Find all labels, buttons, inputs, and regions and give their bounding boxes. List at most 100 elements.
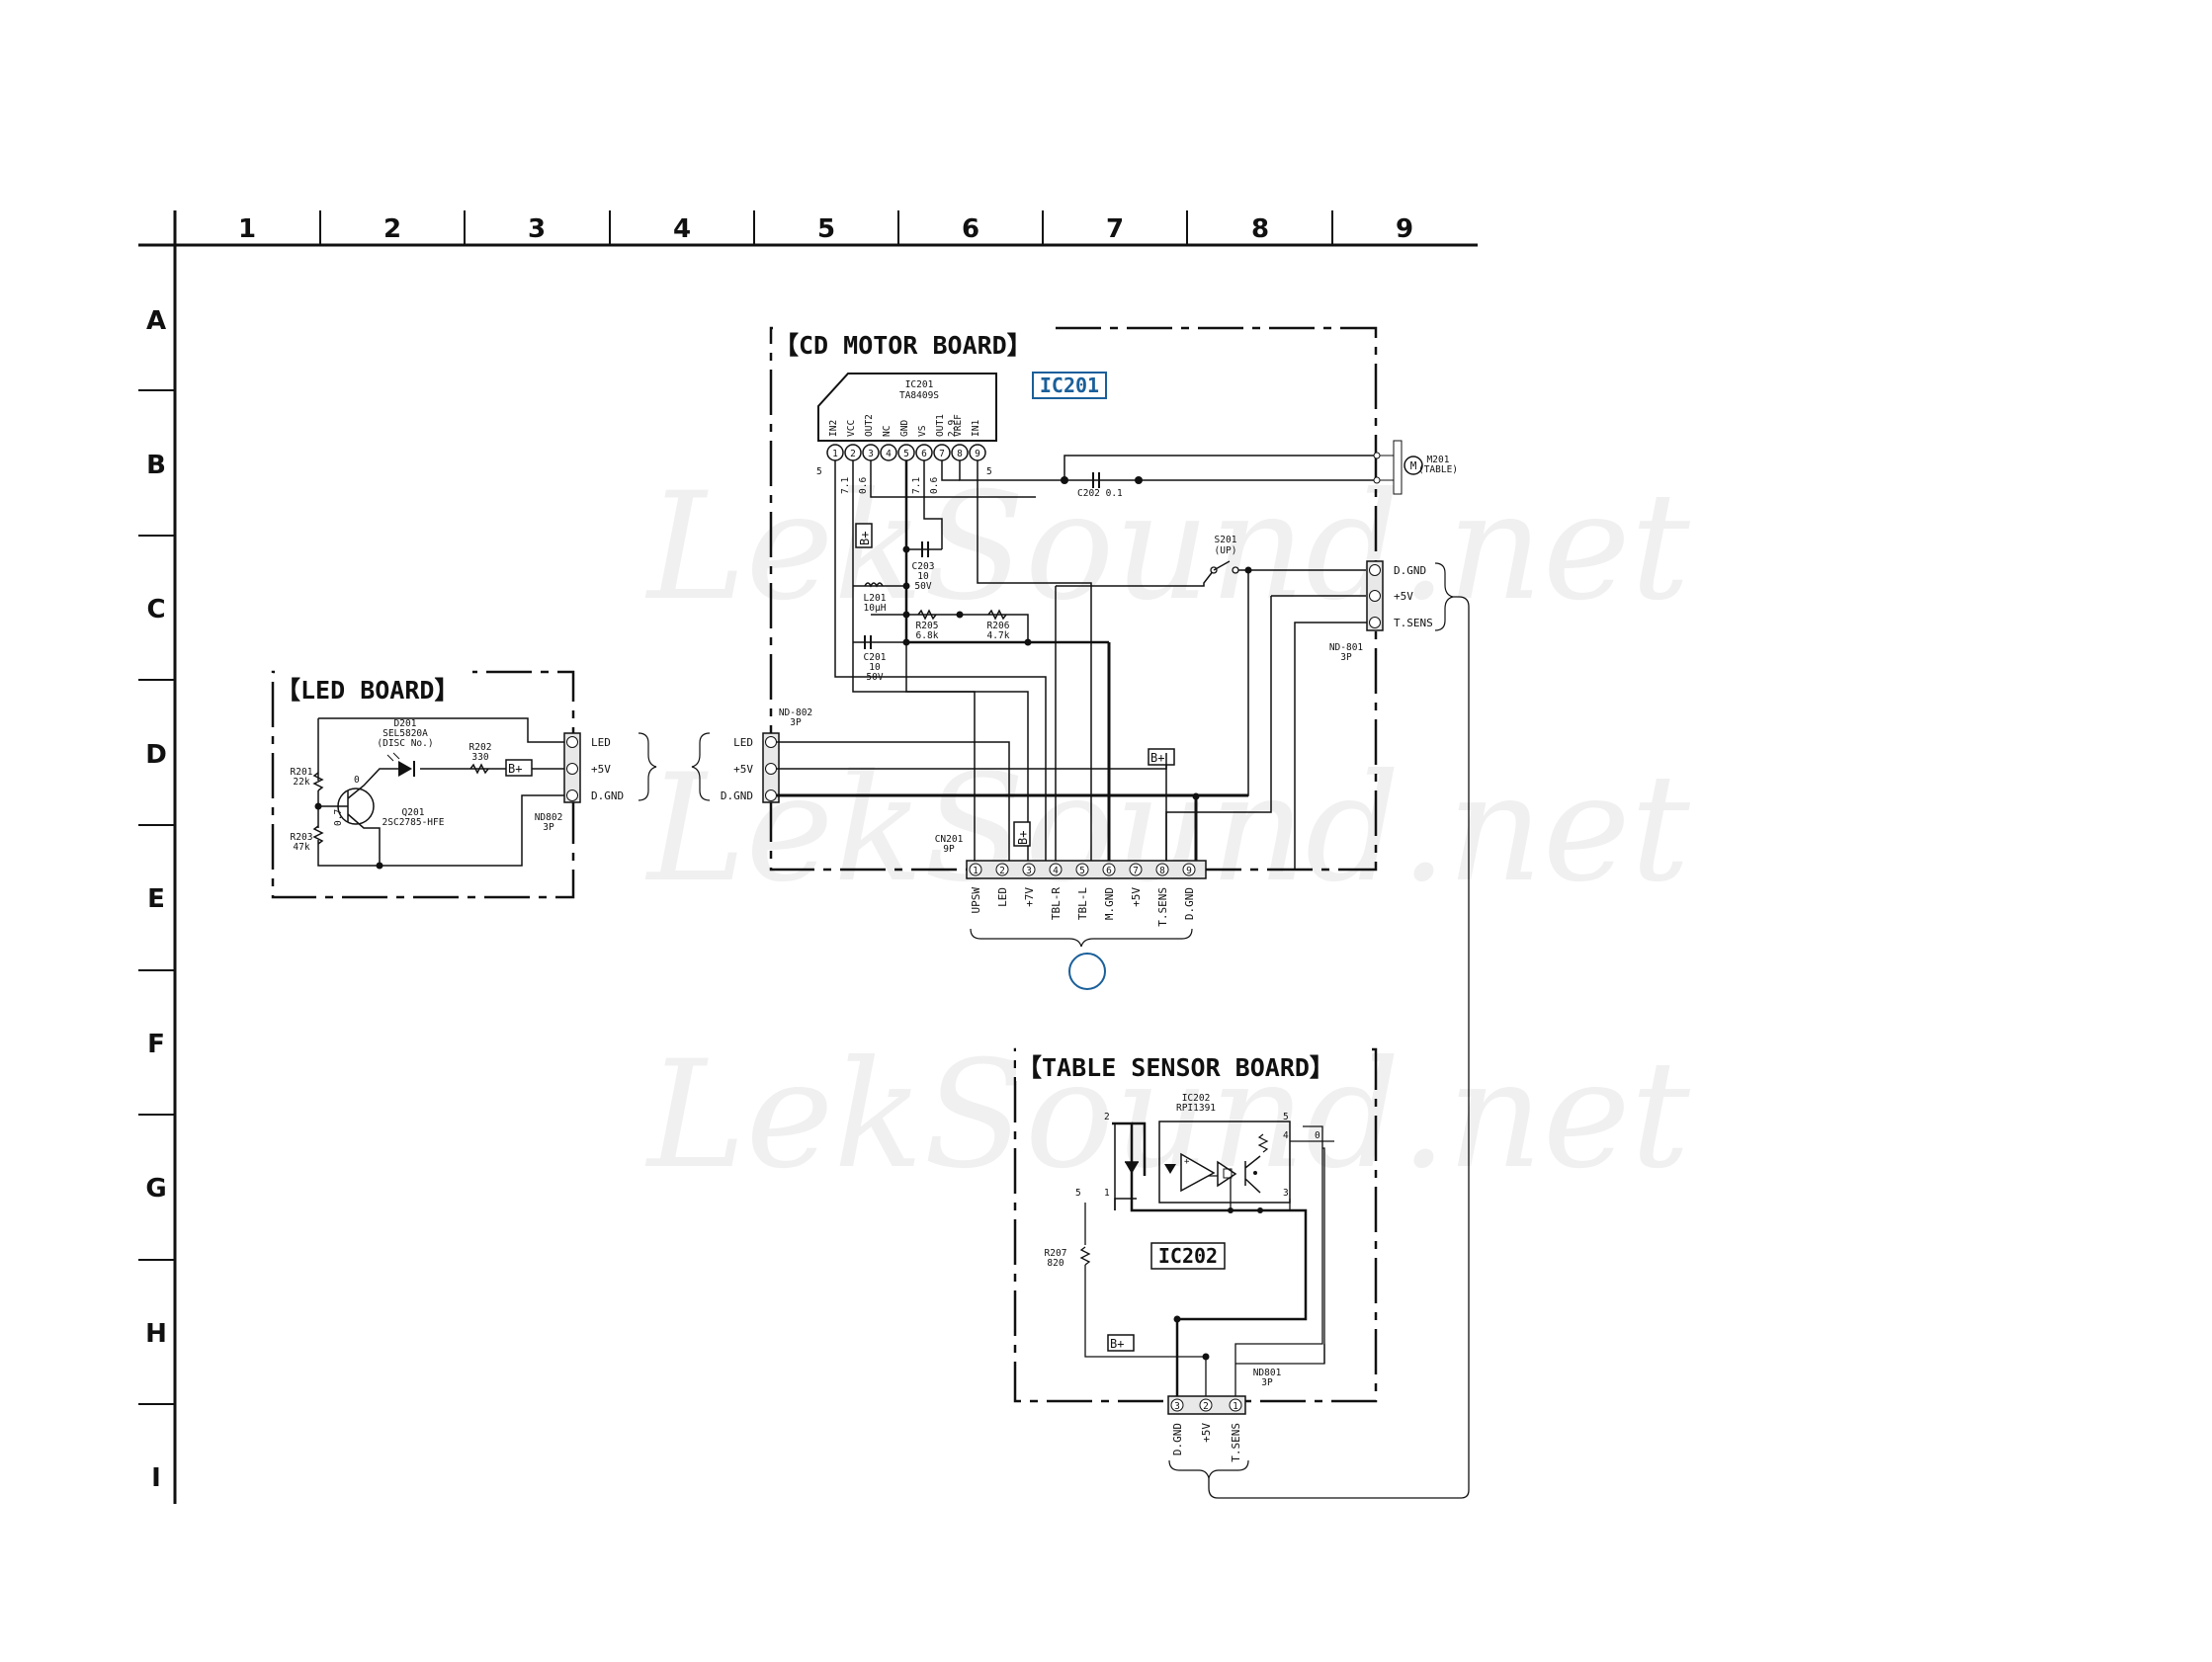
cn201-connector: 1 2 3 4 5 6 7 8 9 CN201 9P UPSW LED +7V … xyxy=(935,834,1207,927)
volt-pin2: 7.1 xyxy=(840,477,851,494)
nd802-connector-cd: LED +5V D.GND ND-802 3P xyxy=(721,707,812,803)
ic202-comparator: + xyxy=(1164,1133,1269,1194)
nd801-pins-count: 3P xyxy=(1340,652,1352,663)
watermark: LekSound.net LekSound.net LekSound.net xyxy=(644,461,1691,1202)
r203-ref: R203 xyxy=(291,832,313,843)
nd802-pins-count: 3P xyxy=(790,717,802,728)
led-title-bg xyxy=(275,670,472,704)
r203-value: 47k xyxy=(293,842,309,853)
led-junctions xyxy=(314,802,383,870)
l201-value: 10µH xyxy=(864,603,887,614)
table-nd801-num-1: 1 xyxy=(1233,1401,1238,1412)
r201-ref: R201 xyxy=(291,767,313,778)
volt-pin3: 0.6 xyxy=(858,477,869,494)
ic201-pin-vs: VS xyxy=(917,425,928,437)
cn201-ref: CN201 xyxy=(935,834,964,845)
nd801-connector-cd: D.GND +5V T.SENS ND-801 3P xyxy=(1329,560,1433,663)
r202-resistor: R202 330 xyxy=(469,742,492,775)
ic201-pin-num-3: 3 xyxy=(868,449,874,459)
table-pin-dgnd: D.GND xyxy=(1171,1423,1184,1455)
led-pin-5v: +5V xyxy=(591,763,611,776)
nd802-signal-lines xyxy=(777,741,1248,870)
s201-switch: S201 (UP) xyxy=(1210,535,1239,574)
r205-ref: R205 xyxy=(916,621,939,631)
nd802-ref: ND-802 xyxy=(779,707,812,718)
grid-col-6: 6 xyxy=(962,214,979,244)
grid-row-f: F xyxy=(147,1030,165,1059)
ic201-pin-out2: OUT2 xyxy=(864,414,875,437)
ic202-photodiode xyxy=(1125,1161,1139,1174)
nd801-interconnect-cable xyxy=(1208,596,1470,1499)
c201-voltage: 50V xyxy=(866,672,883,683)
grid-row-e: E xyxy=(147,884,165,914)
cn201-num-8: 8 xyxy=(1159,866,1165,876)
nd801-pin-tsens: T.SENS xyxy=(1394,617,1433,629)
volt-pin8: 2.9 xyxy=(947,420,958,437)
ic202-badge-frame xyxy=(1150,1242,1226,1270)
cn201-num-7: 7 xyxy=(1133,866,1139,876)
table-nd801-count: 3P xyxy=(1261,1377,1273,1388)
q201-volt-base: 0.7 xyxy=(333,809,344,826)
cd-motor-board: 【CD MOTOR BOARD】 IC201 IC201 TA8409S IN2… xyxy=(691,326,1458,990)
cn201-num-3: 3 xyxy=(1026,866,1032,876)
nd802-connector-led: LED +5V D.GND ND802 3P xyxy=(535,732,624,833)
q201-volt-collector: 0 xyxy=(354,775,360,786)
led-nd802-count: 3P xyxy=(543,822,554,833)
d201-led: D201 SEL5820A (DISC No.) xyxy=(377,718,434,777)
table-nd801-num-2: 2 xyxy=(1203,1401,1209,1412)
c203-voltage: 50V xyxy=(914,581,931,592)
cd-motor-junctions xyxy=(902,476,1252,800)
nd802-pin-led: LED xyxy=(733,736,753,749)
ic201-pin-num-5: 5 xyxy=(903,449,909,459)
grid-col-9: 9 xyxy=(1396,214,1413,244)
cn201-num-4: 4 xyxy=(1053,866,1059,876)
r207-ref: R207 xyxy=(1045,1248,1067,1259)
bplus-marker-3: B+ xyxy=(1013,821,1031,847)
cn201-pin-tbll: TBL-L xyxy=(1076,887,1089,920)
ic201-pin-in2: IN2 xyxy=(828,420,839,437)
grid-row-b: B xyxy=(146,451,166,480)
grid-row-c: C xyxy=(146,595,165,624)
grid-col-7: 7 xyxy=(1106,214,1124,244)
grid-row-i: I xyxy=(151,1463,161,1493)
r201-resistor: R201 22k xyxy=(291,767,324,791)
led-nd802-brace xyxy=(638,732,657,801)
bplus-marker-2: B+ xyxy=(1148,748,1175,766)
s201-ref: S201 xyxy=(1215,535,1237,545)
ic201-pin-num-8: 8 xyxy=(957,449,963,459)
r203-resistor: R203 47k xyxy=(291,825,324,853)
grid-row-h: H xyxy=(145,1319,167,1349)
led-pin-led: LED xyxy=(591,736,611,749)
cn201-num-5: 5 xyxy=(1079,866,1085,876)
cn201-pin-upsw: UPSW xyxy=(970,887,982,914)
bplus-text-1: B+ xyxy=(858,532,872,545)
grid-row-g: G xyxy=(145,1174,166,1204)
table-sensor-junctions xyxy=(1173,1207,1263,1361)
r206-resistor: R206 4.7k xyxy=(987,609,1010,641)
ic202-pin-1: 1 xyxy=(1104,1188,1110,1199)
r206-value: 4.7k xyxy=(987,630,1010,641)
reference-circle-marker xyxy=(1068,953,1106,990)
ic201-pin-num-2: 2 xyxy=(850,449,856,459)
grid-frame xyxy=(138,210,1478,1504)
led-bplus-marker: B+ xyxy=(505,759,533,777)
table-nd801-num-3: 3 xyxy=(1174,1401,1180,1412)
watermark-text-2: LekSound.net xyxy=(644,743,1691,915)
table-nd801-ref: ND801 xyxy=(1253,1368,1282,1378)
bplus-marker-1: B+ xyxy=(855,523,873,548)
m201-label: (TABLE) xyxy=(1418,464,1458,475)
c201-value: 10 xyxy=(869,662,881,673)
q201-transistor: Q201 2SC2785-HFE 0 0.7 xyxy=(333,775,445,828)
cn201-pin-mgnd: M.GND xyxy=(1103,887,1116,920)
ic202-pin-2: 2 xyxy=(1104,1112,1110,1122)
nd801-ref: ND-801 xyxy=(1329,642,1364,653)
c203-value: 10 xyxy=(917,571,929,582)
bplus-text-2: B+ xyxy=(1150,751,1164,765)
bplus-text-3: B+ xyxy=(1016,831,1030,845)
comparator-plus: + xyxy=(1184,1157,1190,1167)
r202-ref: R202 xyxy=(469,742,492,753)
grid-col-1: 1 xyxy=(238,214,256,244)
table-bplus-text: B+ xyxy=(1110,1337,1124,1351)
table-sensor-title-bg xyxy=(1016,1047,1372,1081)
